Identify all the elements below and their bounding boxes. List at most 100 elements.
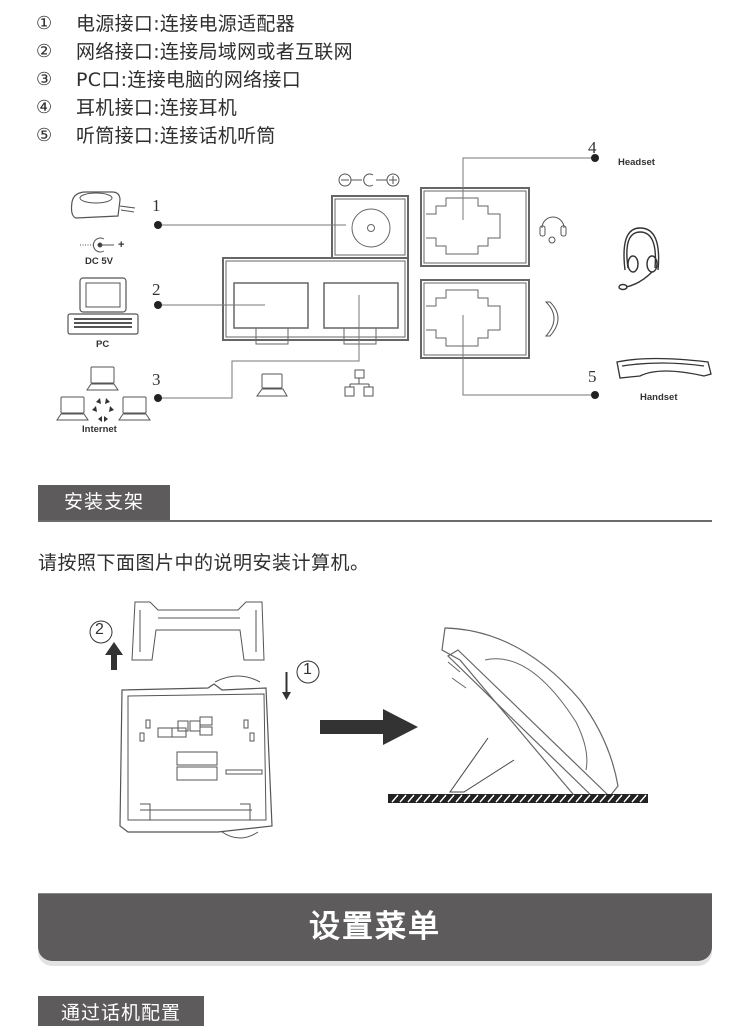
- label-handset: Handset: [640, 392, 678, 403]
- instruction-text: 请按照下面图片中的说明安装计算机。: [38, 552, 370, 574]
- banner-title: 设置菜单: [309, 909, 441, 945]
- arrows: [105, 642, 418, 745]
- hatch-stroke: [567, 794, 575, 803]
- connection-diagram: 1 2 3 4 5 + DC 5V PC Internet Headset Ha…: [0, 138, 750, 450]
- laptop-small-icon: [256, 373, 288, 397]
- hatch-stroke: [543, 794, 551, 803]
- hatch-stroke: [479, 794, 487, 803]
- hatch-stroke: [631, 794, 639, 803]
- section-header-stand: 安装支架: [38, 485, 712, 522]
- label-dc-5v: DC 5V: [85, 256, 113, 267]
- hatch-stroke: [511, 794, 519, 803]
- port-description: 听筒接口:连接话机听筒: [76, 125, 276, 147]
- stand-install-svg: [89, 601, 648, 839]
- hatch-stroke: [519, 794, 527, 803]
- label-pc: PC: [96, 339, 110, 350]
- hatch-stroke: [591, 794, 599, 803]
- dc-polarity-icon: [80, 237, 114, 253]
- arrow-up-icon: [105, 642, 123, 670]
- internet-icon: [56, 366, 151, 421]
- hatch-stroke: [495, 794, 503, 803]
- network-arrows-icon: [92, 398, 114, 422]
- port-item-headset: ④ 耳机接口:连接耳机: [36, 94, 353, 122]
- step-1-label: 1: [303, 661, 312, 678]
- callout-4: 4: [588, 138, 597, 157]
- label-internet: Internet: [82, 424, 117, 435]
- headset-port: [420, 187, 530, 267]
- hatch-stroke: [487, 794, 495, 803]
- stand-piece: [131, 601, 265, 661]
- handset-port: [420, 279, 530, 359]
- port-number: ④: [36, 97, 53, 118]
- port-description: 电源接口:连接电源适配器: [76, 13, 296, 35]
- step-circles: [89, 620, 320, 684]
- hatch-stroke: [503, 794, 511, 803]
- pc-icon: [67, 277, 139, 335]
- callout-5: 5: [588, 367, 597, 386]
- handset-icon: [616, 357, 712, 379]
- callout-1: 1: [152, 196, 161, 215]
- port-item-network: ② 网络接口:连接局域网或者互联网: [36, 38, 353, 66]
- hatch-stroke: [447, 794, 455, 803]
- leader-lines: [158, 157, 595, 399]
- port-number: ②: [36, 41, 53, 62]
- port-number: ⑤: [36, 125, 53, 146]
- hatch-stroke: [415, 794, 423, 803]
- port-description: 网络接口:连接局域网或者互联网: [76, 41, 353, 63]
- hatch-stroke: [639, 794, 647, 803]
- hatch-stroke: [527, 794, 535, 803]
- hatch-stroke: [615, 794, 623, 803]
- port-description: PC口:连接电脑的网络接口: [76, 69, 302, 91]
- phone-side-view: [441, 627, 619, 803]
- hatch-stroke: [607, 794, 615, 803]
- hatch-stroke: [623, 794, 631, 803]
- connection-diagram-svg: [56, 154, 712, 422]
- hatch-stroke: [551, 794, 559, 803]
- callout-dots: [154, 154, 599, 402]
- network-pc-ports: [222, 257, 409, 345]
- settings-menu-banner: 设置菜单: [38, 893, 712, 961]
- power-port: [331, 195, 409, 259]
- hatch-stroke: [599, 794, 607, 803]
- network-small-icon: [344, 369, 374, 397]
- stand-install-illustration: 2 1: [0, 590, 750, 860]
- hatch-stroke: [455, 794, 463, 803]
- hatch-stroke: [559, 794, 567, 803]
- polarity-symbol-icon: [338, 173, 400, 187]
- hatch-stroke: [575, 794, 583, 803]
- arrow-right-icon: [320, 709, 418, 745]
- stand-leg-side: [449, 737, 515, 793]
- floor-hatch-lines: [391, 794, 647, 803]
- hatch-stroke: [463, 794, 471, 803]
- port-list: ① 电源接口:连接电源适配器 ② 网络接口:连接局域网或者互联网 ③ PC口:连…: [36, 10, 353, 150]
- pc-keyboard-keys: [74, 318, 132, 328]
- port-description: 耳机接口:连接耳机: [76, 97, 238, 119]
- port-number: ③: [36, 69, 53, 90]
- arrow-down-icon: [282, 672, 291, 700]
- polarity-plus: +: [118, 239, 125, 251]
- label-headset: Headset: [618, 157, 655, 168]
- port-number: ①: [36, 13, 53, 34]
- step-2-label: 2: [95, 621, 104, 638]
- hatch-stroke: [423, 794, 431, 803]
- hatch-stroke: [431, 794, 439, 803]
- hatch-stroke: [439, 794, 447, 803]
- subsection-header: 通过话机配置: [38, 996, 204, 1026]
- port-item-power: ① 电源接口:连接电源适配器: [36, 10, 353, 38]
- power-adapter-icon: [70, 191, 136, 219]
- phone-back: [119, 675, 273, 839]
- section-title: 安装支架: [38, 485, 170, 520]
- headset-icon: [618, 227, 660, 291]
- hatch-stroke: [399, 794, 407, 803]
- port-item-pc: ③ PC口:连接电脑的网络接口: [36, 66, 353, 94]
- callout-2: 2: [152, 280, 161, 299]
- hatch-stroke: [407, 794, 415, 803]
- headset-small-icon: [539, 216, 567, 244]
- hatch-stroke: [391, 794, 399, 803]
- handset-small-icon: [544, 301, 559, 337]
- hatch-stroke: [535, 794, 543, 803]
- callout-3: 3: [152, 370, 161, 389]
- hatch-stroke: [583, 794, 591, 803]
- floor-hatch: [388, 794, 648, 803]
- port-item-handset: ⑤ 听筒接口:连接话机听筒: [36, 122, 353, 150]
